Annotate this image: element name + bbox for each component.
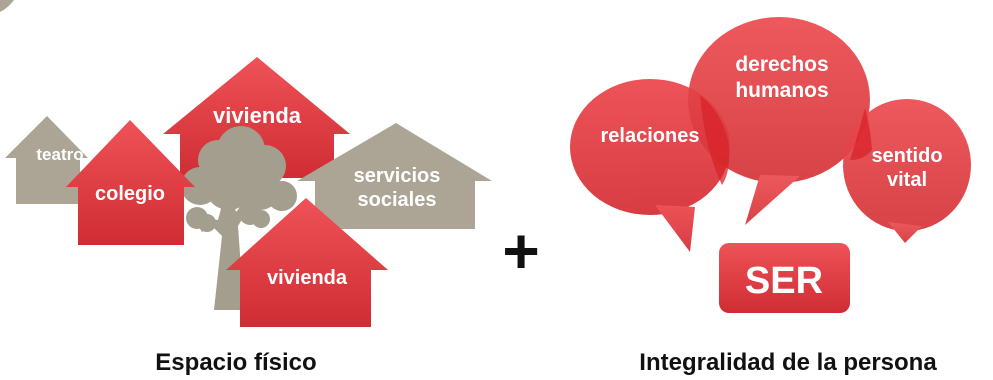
bubble-label-relaciones: relaciones (601, 125, 700, 147)
caption-integralidad: Integralidad de la persona (639, 349, 937, 376)
bubble-label-vital: vital (887, 169, 927, 191)
house-label-sociales: sociales (358, 189, 437, 211)
plus-sign: + (502, 215, 539, 287)
bubble-derechos-humanos (688, 17, 870, 225)
physical-space-group: teatro vivienda servicios sociales (5, 57, 492, 376)
house-colegio: colegio (66, 120, 195, 245)
house-label-vivienda-top: vivienda (213, 103, 302, 128)
house-label-teatro: teatro (36, 145, 83, 164)
corner-decoration (0, 0, 14, 12)
house-vivienda-bottom: vivienda (226, 198, 388, 327)
tree-icon (181, 126, 297, 310)
house-label-colegio: colegio (95, 183, 165, 205)
core-ser-box: SER (719, 243, 850, 313)
house-teatro: teatro (5, 116, 88, 204)
bubble-label-humanos: humanos (735, 79, 828, 102)
house-label-vivienda-bottom: vivienda (267, 267, 348, 289)
overlap-accent-left (700, 95, 730, 185)
bubble-label-sentido: sentido (871, 145, 942, 167)
overlap-accent-right (850, 108, 872, 160)
core-ser-label: SER (745, 260, 823, 302)
person-integrality-group: relaciones derechos humanos sentido vita… (570, 17, 971, 376)
bubble-label-derechos: derechos (735, 53, 828, 76)
house-label-servicios: servicios (354, 165, 441, 187)
bubble-sentido-vital (843, 99, 971, 243)
caption-espacio-fisico: Espacio físico (155, 349, 316, 376)
house-servicios-sociales: servicios sociales (297, 123, 492, 229)
